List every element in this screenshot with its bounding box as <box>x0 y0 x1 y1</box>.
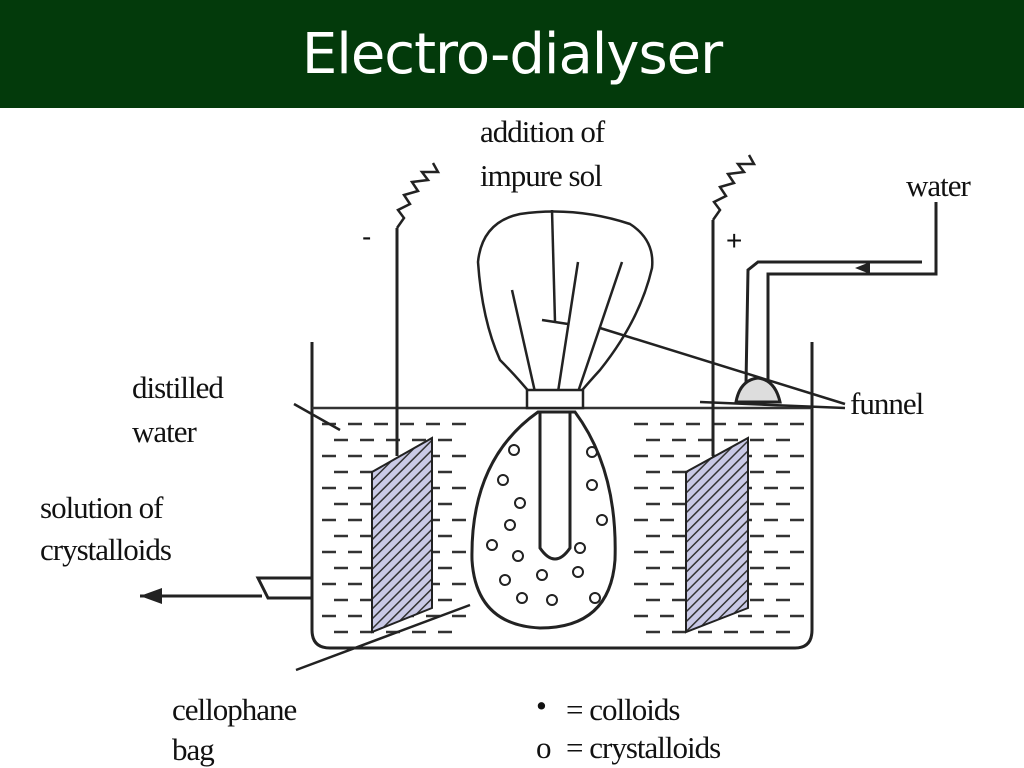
label-cellophane-line1: cellophane <box>172 692 297 727</box>
leader-lines <box>293 326 846 672</box>
label-plus: + <box>726 225 742 256</box>
tank <box>310 342 814 650</box>
cellophane-bag <box>470 410 617 630</box>
slide-title: Electro-dialyser <box>301 22 723 87</box>
legend: • = colloids o = crystalloids <box>536 688 721 765</box>
legend-circle-symbol: o <box>536 730 551 765</box>
anode <box>685 154 757 634</box>
electro-dialyser-diagram: addition of impure sol water - + distill… <box>40 114 973 767</box>
bag-particles <box>486 444 608 606</box>
label-addition-line2: impure sol <box>480 158 602 193</box>
label-minus: - <box>362 221 371 252</box>
cathode <box>371 162 441 634</box>
funnel <box>476 209 654 410</box>
label-solution-line2: crystalloids <box>40 532 171 567</box>
label-water-inlet: water <box>906 168 972 203</box>
label-cellophane-line2: bag <box>172 732 214 767</box>
label-funnel: funnel <box>850 386 924 421</box>
legend-dot-symbol: • <box>536 688 546 723</box>
funnel-tube <box>538 412 572 561</box>
outlet-pipe <box>140 576 312 604</box>
legend-crystalloids: = crystalloids <box>566 730 720 765</box>
legend-colloids: = colloids <box>566 692 679 727</box>
label-addition-line1: addition of <box>480 114 606 149</box>
label-solution-line1: solution of <box>40 490 164 525</box>
label-distilled-line1: distilled <box>132 370 224 405</box>
label-distilled-line2: water <box>132 414 198 449</box>
water-inlet-pipe <box>734 202 938 404</box>
title-bar: Electro-dialyser <box>0 0 1024 108</box>
